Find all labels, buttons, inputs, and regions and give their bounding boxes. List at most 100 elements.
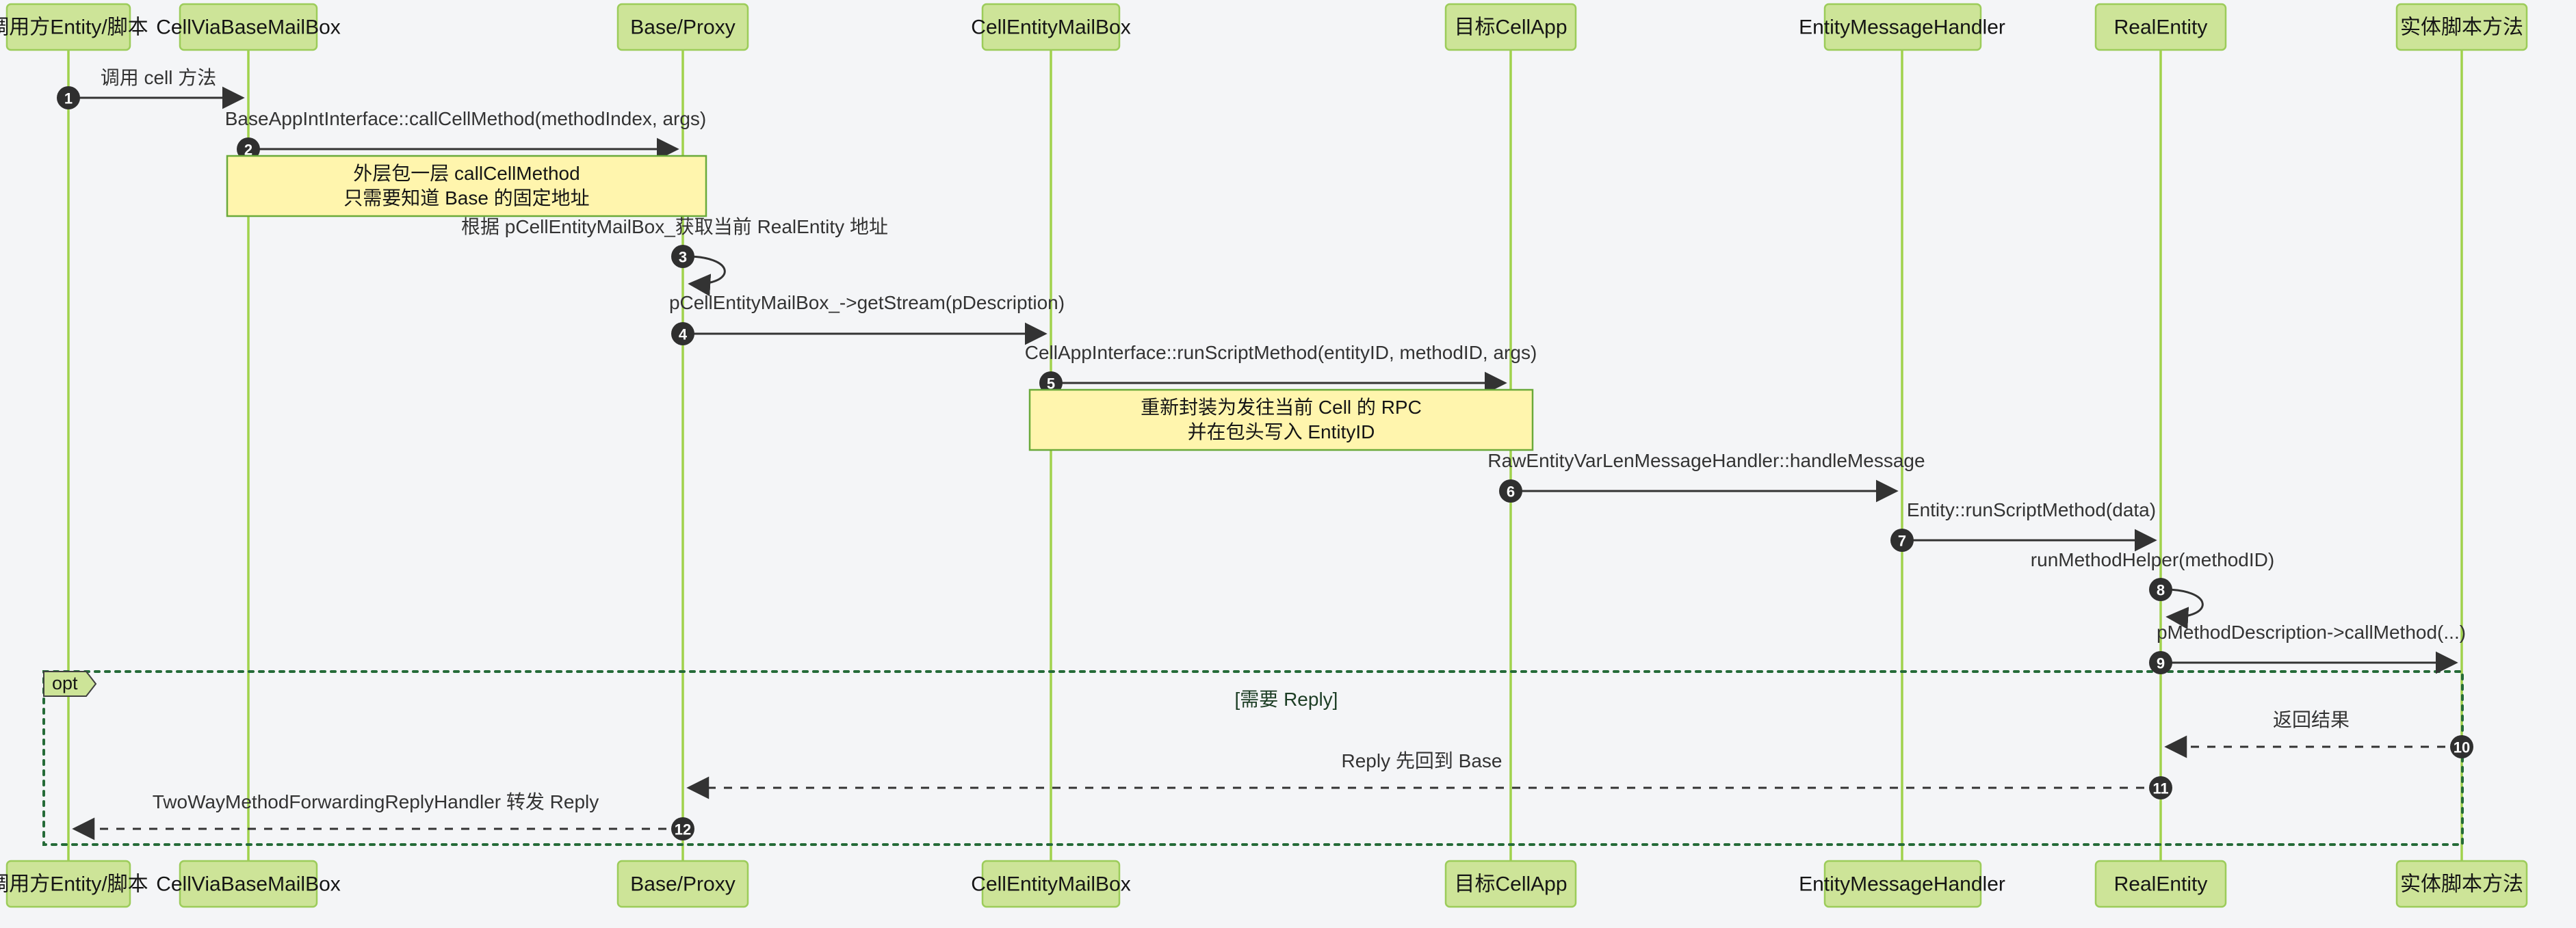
message-sequence-badge: 8: [2149, 578, 2172, 601]
svg-text:10: 10: [2454, 739, 2470, 756]
participant-label: EntityMessageHandler: [1799, 873, 2005, 895]
participant-label: 调用方Entity/脚本: [0, 873, 148, 895]
participant-box: [2395, 3, 2528, 51]
svg-text:1: 1: [64, 90, 73, 107]
message-6[interactable]: RawEntityVarLenMessageHandler::handleMes…: [1487, 450, 1925, 503]
svg-text:11: 11: [2152, 780, 2168, 797]
message-7[interactable]: Entity::runScriptMethod(data)7: [1890, 499, 2157, 552]
message-sequence-badge: 4: [671, 322, 694, 345]
message-label: Entity::runScriptMethod(data): [1907, 499, 2156, 520]
message-label: RawEntityVarLenMessageHandler::handleMes…: [1487, 450, 1925, 471]
participant-label: CellEntityMailBox: [971, 873, 1130, 895]
participant-cemb-bottom[interactable]: CellEntityMailBox: [971, 860, 1131, 908]
message-sequence-badge: 3: [671, 245, 694, 268]
message-1[interactable]: 调用 cell 方法1: [57, 67, 245, 109]
participant-cvbmb-bottom[interactable]: CellViaBaseMailBox: [156, 860, 341, 908]
message-3[interactable]: 根据 pCellEntityMailBox_获取当前 RealEntity 地址…: [461, 216, 888, 297]
participant-emh-top[interactable]: EntityMessageHandler: [1799, 3, 2005, 51]
participant-label: 实体脚本方法: [2400, 873, 2523, 895]
message-10[interactable]: 返回结果 10: [2164, 709, 2473, 758]
svg-text:8: 8: [2157, 582, 2165, 599]
participant-label: 目标CellApp: [1454, 16, 1567, 38]
message-label: runMethodHelper(methodID): [2031, 549, 2274, 570]
note-line: 重新封装为发往当前 Cell 的 RPC: [1141, 397, 1422, 418]
svg-text:5: 5: [1047, 375, 1055, 393]
message-sequence-badge: 5: [1039, 371, 1063, 395]
participant-box: [981, 860, 1121, 908]
participant-cvbmb-top[interactable]: CellViaBaseMailBox: [156, 3, 341, 51]
participant-box: [1823, 860, 1982, 908]
participant-label: CellEntityMailBox: [971, 16, 1130, 38]
participant-emh-bottom[interactable]: EntityMessageHandler: [1799, 860, 2005, 908]
message-label: TwoWayMethodForwardingReplyHandler 转发 Re…: [153, 791, 599, 812]
participant-label: 调用方Entity/脚本: [0, 16, 148, 38]
message-sequence-badge: 1: [57, 86, 80, 109]
participant-box: [981, 3, 1121, 51]
participant-base-top[interactable]: Base/Proxy: [616, 3, 749, 51]
note-line: 只需要知道 Base 的固定地址: [343, 187, 589, 209]
message-label: pCellEntityMailBox_->getStream(pDescript…: [669, 292, 1065, 313]
svg-text:6: 6: [1507, 483, 1515, 501]
message-12[interactable]: TwoWayMethodForwardingReplyHandler 转发 Re…: [72, 791, 694, 840]
message-sequence-badge: 7: [1890, 529, 1914, 552]
note-1: 外层包一层 callCellMethod 只需要知道 Base 的固定地址: [226, 155, 707, 217]
participant-box: [5, 860, 131, 908]
participant-label: CellViaBaseMailBox: [156, 873, 341, 895]
note-line: 外层包一层 callCellMethod: [353, 163, 580, 184]
note-box: [226, 155, 707, 217]
fragment-operator-tab: [43, 671, 97, 697]
message-sequence-badge: 2: [237, 137, 260, 161]
fragment-condition-label: [需要 Reply]: [1235, 689, 1338, 710]
participant-caller-top[interactable]: 调用方Entity/脚本: [0, 3, 148, 51]
actors-bottom-group: 调用方Entity/脚本 CellViaBaseMailBox Base/Proxy…: [0, 860, 2528, 908]
message-arrow: [2160, 588, 2204, 630]
svg-text:12: 12: [675, 821, 691, 838]
participant-box: [1823, 3, 1982, 51]
message-label: 返回结果: [2273, 709, 2350, 730]
participant-cellapp-top[interactable]: 目标CellApp: [1444, 3, 1577, 51]
message-sequence-badge: 11: [2149, 776, 2172, 799]
participant-cemb-top[interactable]: CellEntityMailBox: [971, 3, 1131, 51]
message-2[interactable]: BaseAppIntInterface::callCellMethod(meth…: [225, 108, 707, 161]
svg-text:2: 2: [244, 142, 252, 159]
message-arrow: [682, 255, 726, 297]
participant-box: [616, 3, 749, 51]
note-2: 重新封装为发往当前 Cell 的 RPC 并在包头写入 EntityID: [1028, 388, 1534, 451]
svg-text:4: 4: [679, 326, 688, 343]
message-4[interactable]: pCellEntityMailBox_->getStream(pDescript…: [669, 292, 1065, 345]
participant-box: [179, 3, 318, 51]
participant-label: 实体脚本方法: [2400, 16, 2523, 38]
message-8[interactable]: runMethodHelper(methodID) 8: [2031, 549, 2274, 630]
participant-label: EntityMessageHandler: [1799, 16, 2005, 38]
message-label: pMethodDescription->callMethod(...): [2157, 622, 2466, 643]
actors-top-group: 调用方Entity/脚本 CellViaBaseMailBox Base/Proxy…: [0, 3, 2528, 51]
message-5[interactable]: CellAppInterface::runScriptMethod(entity…: [1025, 342, 1537, 395]
participant-box: [616, 860, 749, 908]
svg-text:7: 7: [1898, 533, 1906, 550]
message-9[interactable]: pMethodDescription->callMethod(...) 9: [2149, 622, 2466, 674]
fragment-operator-label: opt: [52, 673, 78, 693]
svg-text:9: 9: [2157, 655, 2165, 672]
participant-caller-bottom[interactable]: 调用方Entity/脚本: [0, 860, 148, 908]
note-line: 并在包头写入 EntityID: [1188, 421, 1375, 442]
participant-label: Base/Proxy: [630, 16, 735, 38]
participant-cellapp-bottom[interactable]: 目标CellApp: [1444, 860, 1577, 908]
message-label: BaseAppIntInterface::callCellMethod(meth…: [225, 108, 707, 129]
participant-box: [1444, 860, 1577, 908]
note-box: [1028, 388, 1534, 451]
participant-box: [2094, 3, 2227, 51]
participant-base-bottom[interactable]: Base/Proxy: [616, 860, 749, 908]
message-label: 根据 pCellEntityMailBox_获取当前 RealEntity 地址: [461, 216, 888, 237]
message-sequence-badge: 6: [1499, 479, 1522, 503]
participant-label: Base/Proxy: [630, 873, 735, 895]
participant-real-top[interactable]: RealEntity: [2094, 3, 2227, 51]
participant-script-bottom[interactable]: 实体脚本方法: [2395, 860, 2528, 908]
notes-group: 外层包一层 callCellMethod 只需要知道 Base 的固定地址重新封装…: [226, 155, 1534, 451]
participant-script-top[interactable]: 实体脚本方法: [2395, 3, 2528, 51]
svg-text:3: 3: [679, 249, 687, 266]
participant-real-bottom[interactable]: RealEntity: [2094, 860, 2227, 908]
